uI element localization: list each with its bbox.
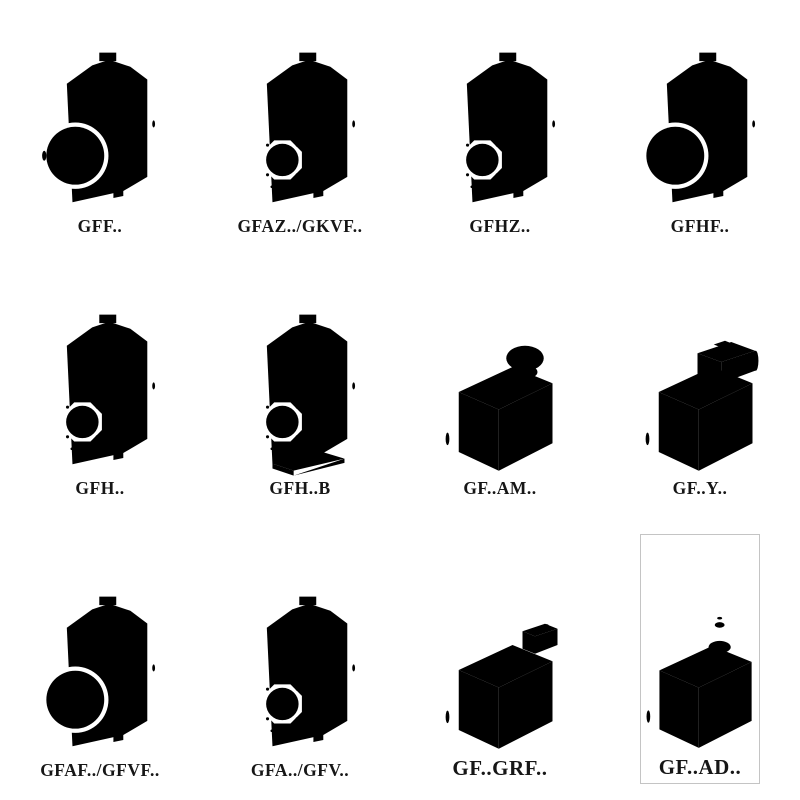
- model-label: GFH..: [75, 477, 125, 498]
- drawing-gfhz: [440, 1, 560, 215]
- drawing-gf-ad: [641, 535, 759, 754]
- drawing-gfaz-gkvf: [240, 1, 360, 215]
- drawing-gf-am: [440, 265, 560, 477]
- model-label: GFF..: [77, 215, 123, 236]
- model-label: GF..AD..: [658, 754, 742, 779]
- drawing-gfhf: [640, 1, 760, 215]
- catalog-item: GFH..B: [240, 272, 360, 502]
- model-label: GFAZ../GKVF..: [237, 215, 363, 236]
- catalog-item: GFAF../GFVF..: [40, 534, 160, 784]
- drawing-gfa-gfv: [240, 534, 360, 759]
- drawing-gfaf-gfvf: [40, 534, 160, 759]
- drawing-gfh-b: [240, 259, 360, 477]
- model-label: GFHF..: [670, 215, 730, 236]
- model-label: GF..AM..: [463, 477, 537, 498]
- model-label: GFH..B: [269, 477, 331, 498]
- catalog-item: GF..AM..: [440, 272, 560, 502]
- model-label: GF..GRF..: [452, 755, 548, 780]
- drawing-gf-grf: [440, 534, 560, 755]
- catalog-item: GFA../GFV..: [240, 534, 360, 784]
- model-label: GF..Y..: [672, 477, 728, 498]
- drawing-gff: [40, 1, 160, 215]
- model-label: GFA../GFV..: [250, 759, 350, 780]
- model-label: GFHZ..: [469, 215, 531, 236]
- catalog-item: GFH..: [40, 272, 160, 502]
- catalog-item: GFHZ..: [440, 16, 560, 240]
- catalog-item: GF..Y..: [640, 272, 760, 502]
- drawing-gfh: [40, 259, 160, 477]
- catalog-item: GFHF..: [640, 16, 760, 240]
- drawing-gf-y: [640, 265, 760, 477]
- catalog-item: GFF..: [40, 16, 160, 240]
- catalog-item: GFAZ../GKVF..: [237, 16, 363, 240]
- catalog-item: GF..GRF..: [440, 534, 560, 784]
- model-label: GFAF../GFVF..: [40, 759, 160, 780]
- catalog-item: GF..AD..: [640, 534, 760, 784]
